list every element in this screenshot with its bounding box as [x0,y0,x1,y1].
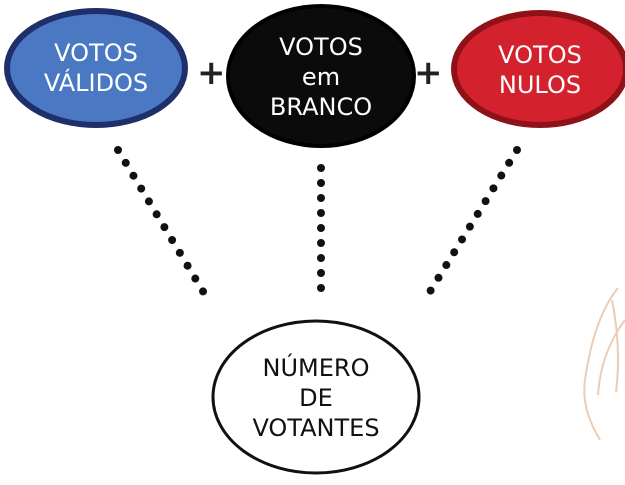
votos-nulos-node [451,10,625,128]
connector-nulos [419,146,521,307]
connector-validos [114,146,214,307]
plus-operator-1: + [197,53,226,93]
votos-em-branco-label: VOTOS em BRANCO [269,33,373,121]
votos-nulos-label: VOTOS NULOS [498,41,582,99]
decorative-sketch [583,287,625,441]
connectors [114,146,521,307]
votos-validos-label: VOTOS VÁLIDOS [43,39,149,97]
numero-de-votantes-node [211,319,421,475]
plus-operator-2: + [414,53,443,93]
numero-de-votantes-label: NÚMERO DE VOTANTES [252,354,380,442]
votos-em-branco-node [226,4,416,148]
votos-validos-node [4,8,188,128]
